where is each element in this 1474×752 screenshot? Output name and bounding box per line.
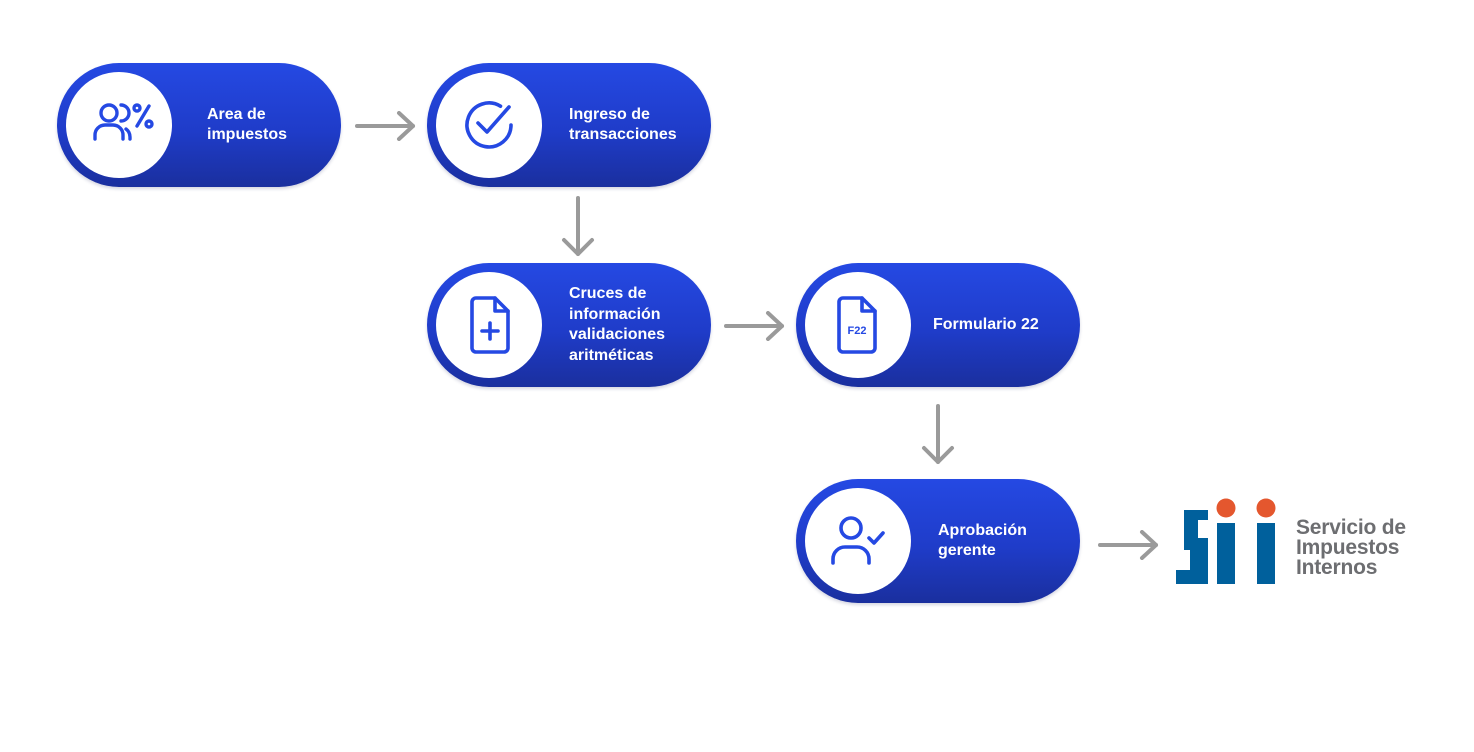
arrow-right: [1098, 530, 1158, 560]
node-label: Aprobación gerente: [938, 521, 1027, 560]
file-f22-icon: F22: [837, 296, 877, 354]
node-label: Cruces de información validaciones aritm…: [569, 285, 666, 364]
node-aprobacion-gerente: Aprobación gerente: [796, 479, 1080, 603]
node-icon-circle: F22: [805, 272, 911, 378]
sii-logo: Servicio de Impuestos Internos: [1176, 498, 1436, 588]
user-check-icon: [831, 516, 885, 565]
node-formulario-22: F22 Formulario 22: [796, 263, 1080, 387]
node-label: Area de impuestos: [207, 105, 288, 144]
node-cruces-informacion: Cruces de información validaciones aritm…: [427, 263, 711, 387]
f22-icon-text: F22: [848, 325, 867, 337]
node-area-impuestos: Area de impuestos: [57, 63, 341, 187]
arrow-down: [562, 196, 594, 256]
sii-logo-mark: [1176, 498, 1276, 584]
node-icon-circle: [436, 272, 542, 378]
arrow-down: [922, 404, 954, 464]
node-icon-circle: [436, 72, 542, 178]
node-icon-circle: [66, 72, 172, 178]
node-ingreso-transacciones: Ingreso de transacciones: [427, 63, 711, 187]
arrow-right: [355, 111, 415, 141]
users-percent-icon: [93, 103, 154, 141]
arrow-right: [724, 311, 784, 341]
check-circle-icon: [465, 101, 513, 149]
node-label: Ingreso de transacciones: [569, 105, 677, 144]
file-plus-icon: [470, 296, 510, 354]
node-label: Formulario 22: [933, 315, 1039, 333]
sii-logo-text: Servicio de Impuestos Internos: [1296, 516, 1406, 579]
node-icon-circle: [805, 488, 911, 594]
